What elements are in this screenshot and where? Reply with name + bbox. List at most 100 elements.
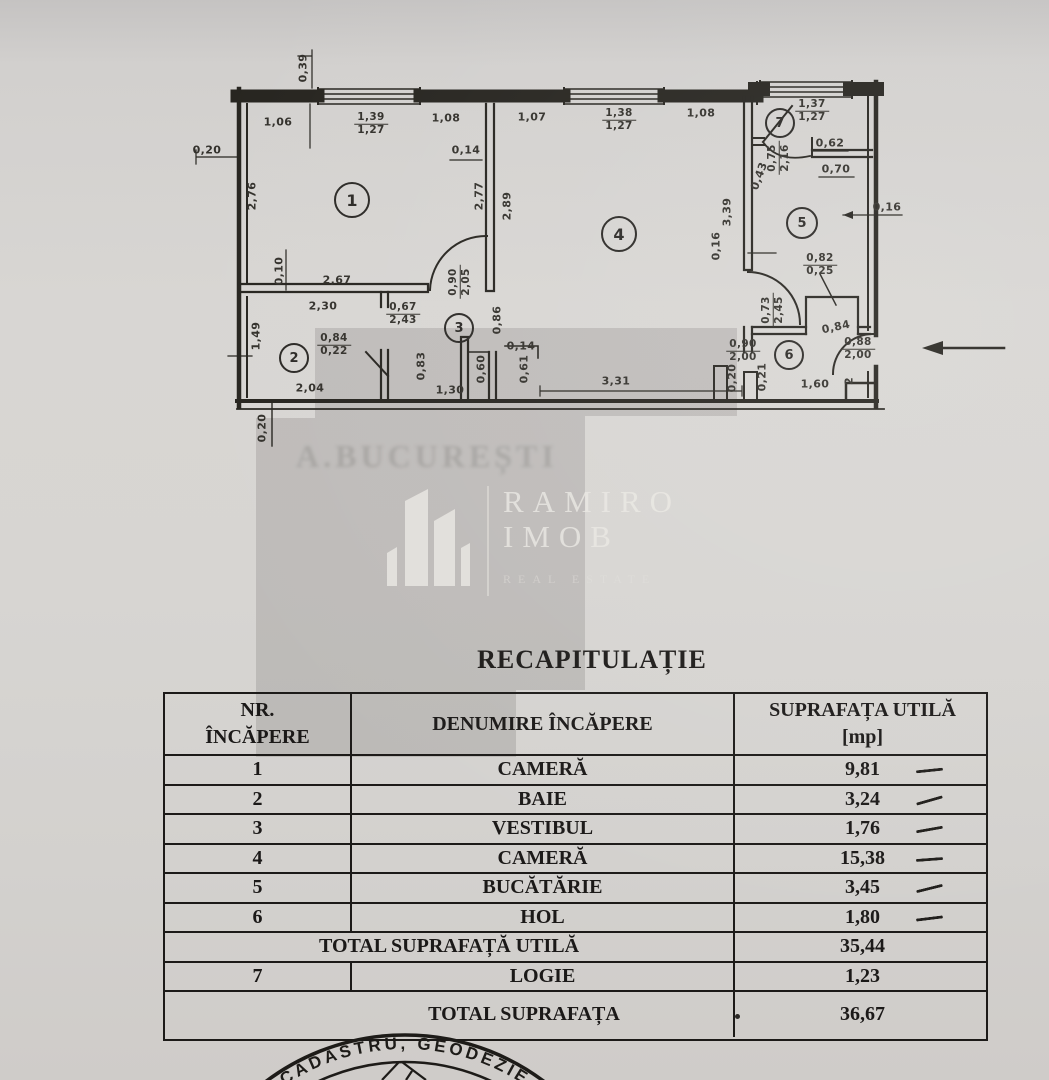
cell-room-name: TOTAL SUPRAFAȚA	[165, 992, 735, 1037]
logo-name-line1: RAMIRO	[503, 484, 682, 519]
cell-area-value-text: 1,76	[845, 817, 880, 840]
logo-divider	[487, 486, 489, 596]
cell-area-value: 3,24	[735, 786, 990, 814]
cell-room-name: VESTIBUL	[352, 815, 735, 843]
dimension-label: 0,20	[192, 143, 222, 157]
header-text: [mp]	[841, 726, 884, 748]
room-number-3: 3	[444, 313, 474, 343]
dimension-label: 1,30	[435, 383, 465, 397]
cell-area-value-text: 1,23	[845, 964, 880, 987]
dimension-label: 2,30	[308, 299, 338, 313]
entrance-arrow-icon	[922, 341, 943, 355]
cell-room-number-text: 1	[252, 758, 263, 781]
handwritten-dash-mark	[915, 825, 944, 834]
dimension-label: 0,21	[755, 362, 769, 392]
room-number-1: 1	[334, 182, 370, 218]
cell-room-number: 7	[165, 962, 352, 990]
header-text: ÎNCĂPERE	[205, 726, 310, 748]
handwritten-dash-mark	[915, 767, 944, 774]
room-number-4: 4	[601, 216, 637, 252]
header-suprafata: SUPRAFAȚA UTILĂ [mp]	[735, 694, 990, 754]
dimension-label: 0,86	[490, 305, 504, 335]
room-number-7: 7	[765, 108, 795, 138]
dimension-label: 1,06	[263, 115, 293, 129]
table-row: 3 VESTIBUL 1,76	[165, 815, 986, 845]
cell-room-name-text: BAIE	[518, 787, 567, 810]
room-number-5: 5	[786, 207, 818, 239]
cell-room-number-text: 5	[252, 876, 263, 899]
cell-area-value-text: 15,38	[840, 846, 885, 869]
dimension-label: 0,60	[474, 354, 488, 384]
dimension-label: 2,89	[500, 191, 514, 221]
table-row: 7 LOGIE 1,23	[165, 962, 986, 992]
cell-area-value-text: 3,24	[845, 787, 880, 810]
dimension-label: 0,61	[517, 354, 531, 384]
dimension-label: 0,16	[709, 231, 723, 261]
header-text: NR.	[240, 699, 275, 721]
cell-room-number: 6	[165, 903, 352, 931]
cell-room-number-text: 3	[252, 817, 263, 840]
header-denumire: DENUMIRE ÎNCĂPERE	[352, 694, 735, 754]
table-row: 2 BAIE 3,24	[165, 785, 986, 815]
dimension-label: 0,16	[872, 200, 902, 214]
cell-room-number-text: 4	[252, 846, 263, 869]
cell-room-name-text: LOGIE	[509, 964, 576, 987]
dimension-label: 0,83	[414, 351, 428, 381]
dimension-label: 1,07	[517, 110, 547, 124]
dimension-label: 2,67	[322, 273, 352, 287]
cell-area-value-text: 9,81	[845, 758, 880, 781]
cell-room-name: CAMERĂ	[352, 756, 735, 784]
cell-room-number-text: 7	[252, 964, 263, 987]
dimension-label: 2,04	[295, 381, 325, 395]
dimension-label: 0,14	[451, 143, 481, 157]
cell-room-name-text: VESTIBUL	[491, 817, 594, 840]
cell-room-number: 1	[165, 756, 352, 784]
cell-room-number: 5	[165, 874, 352, 902]
dimension-label: 2,77	[472, 181, 486, 211]
room-number-2: 2	[279, 343, 309, 373]
agency-logo: RAMIRO IMOB REAL ESTATE	[383, 482, 681, 596]
dimension-label: 1,60	[800, 377, 830, 391]
dimension-label: 3,31	[601, 374, 631, 388]
dimension-label: 0,14	[506, 339, 536, 353]
cell-area-value-text: 3,45	[845, 876, 880, 899]
table-row: TOTAL SUPRAFAȚA 36,67	[165, 992, 986, 1037]
dimension-label: 2	[842, 376, 856, 386]
cell-area-value-text: 36,67	[840, 1003, 885, 1025]
header-text: SUPRAFAȚA UTILĂ	[769, 699, 956, 721]
cell-area-value: 1,23	[735, 963, 990, 991]
ghost-watermark-text: A.BUCUREȘTI	[296, 438, 558, 474]
cell-room-name-text: CAMERĂ	[497, 846, 588, 869]
table-row: 1 CAMERĂ 9,81	[165, 756, 986, 786]
cell-area-value: 1,80	[735, 904, 990, 932]
room-number-6: 6	[774, 340, 804, 370]
cell-area-value: 35,44	[735, 933, 990, 961]
cell-room-number: 4	[165, 844, 352, 872]
cell-room-number-text: 6	[252, 905, 263, 928]
cell-area-value: 15,38	[735, 845, 990, 873]
table-header-row: NR. ÎNCĂPERE DENUMIRE ÎNCĂPERE SUPRAFAȚA…	[165, 694, 986, 756]
cell-room-name-text: BUCĂTĂRIE	[482, 876, 603, 899]
cell-area-value-text: 1,80	[845, 905, 880, 928]
cell-area-value-text: 35,44	[840, 935, 885, 958]
cell-area-value: 36,67	[735, 992, 990, 1037]
ink-dot-artifact	[735, 1014, 740, 1019]
cell-room-number-text: 2	[252, 787, 263, 810]
handwritten-dash-mark	[916, 795, 943, 806]
cell-area-value: 3,45	[735, 874, 990, 902]
recap-table: NR. ÎNCĂPERE DENUMIRE ÎNCĂPERE SUPRAFAȚA…	[163, 692, 988, 1041]
dimension-label: 2,76	[245, 181, 259, 211]
cell-room-name: BAIE	[352, 785, 735, 813]
table-row: 5 BUCĂTĂRIE 3,45	[165, 874, 986, 904]
